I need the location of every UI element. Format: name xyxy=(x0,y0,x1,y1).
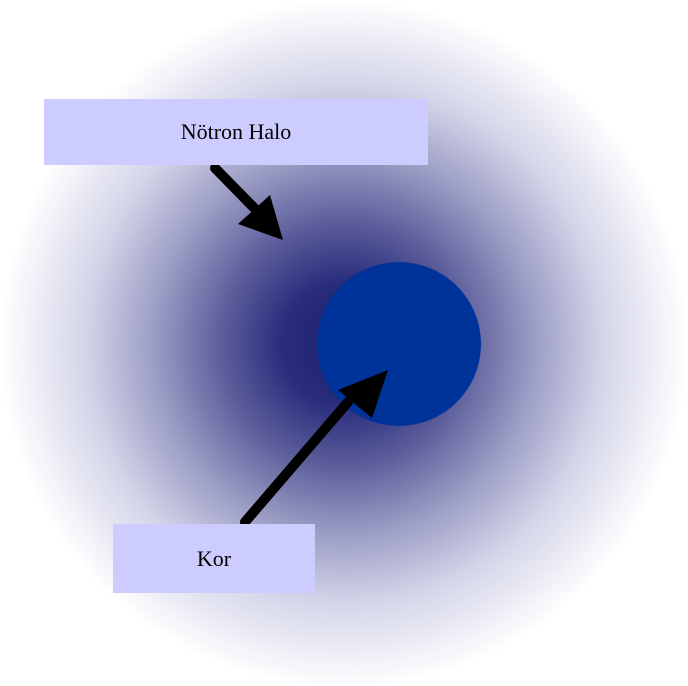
core-label: Kor xyxy=(113,524,315,593)
core-arrow xyxy=(240,370,388,527)
core-label-text: Kor xyxy=(196,545,232,571)
halo-arrow xyxy=(210,163,283,240)
nucleus-core xyxy=(317,262,481,426)
halo-label-text: Nötron Halo xyxy=(180,119,292,144)
halo-label: Nötron Halo xyxy=(44,99,428,165)
